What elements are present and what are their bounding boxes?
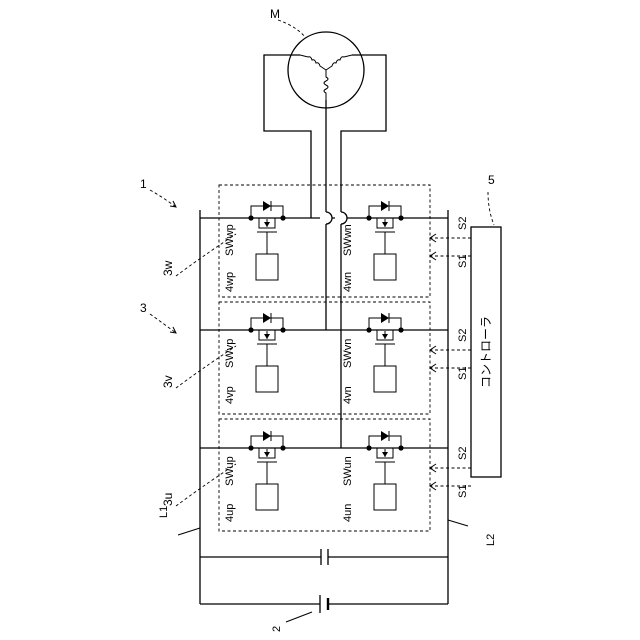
driver-label: 4up	[224, 504, 236, 522]
signal-label: S2	[457, 217, 469, 230]
switch-upper-3v-arrow-icon	[264, 334, 270, 339]
switch-upper-3v-node-left	[248, 327, 253, 332]
leg-3u	[176, 419, 471, 531]
inverter-legs: SWwp4wpSWwn4wn3wS2S1SWvp4vpSWvn4vn3vS2S1…	[161, 185, 471, 531]
switch-lower-3u-node-right	[398, 445, 403, 450]
reference-labels: 1 3 L1 L2 2	[140, 177, 497, 632]
switch-upper-3v-node-right	[280, 327, 285, 332]
switch-lower-3u-arrow-icon	[382, 452, 388, 457]
switch-upper-3w-node-left	[248, 215, 253, 220]
leg-module-box	[219, 185, 430, 297]
signal-label: S1	[457, 255, 469, 268]
switch-label: SWup	[224, 456, 236, 486]
switch-lower-3w-node-right	[398, 215, 403, 220]
controller-label: コントローラ	[479, 316, 493, 388]
signal-label: S2	[457, 447, 469, 460]
switch-label: SWvn	[342, 339, 354, 368]
controller-ref-label: 5	[488, 173, 495, 187]
switch-lower-3u-diode-icon	[381, 431, 389, 441]
driver-label: 4vp	[224, 386, 236, 404]
switch-upper-3u-driver-box	[256, 484, 278, 510]
line-neg-label: L2	[485, 534, 497, 546]
switch-lower-3v-node-left	[366, 327, 371, 332]
switch-lower-3u-node-left	[366, 445, 371, 450]
switch-lower-3w-diode-icon	[381, 201, 389, 211]
switch-lower-3w-driver-box	[374, 254, 396, 280]
leg-3w	[176, 185, 471, 297]
signal-label: S1	[457, 367, 469, 380]
signal-label: S1	[457, 485, 469, 498]
switch-label: SWwp	[224, 224, 236, 256]
switch-lower-3v-driver-box	[374, 366, 396, 392]
switch-upper-3w-node-right	[280, 215, 285, 220]
motor-label: M	[270, 7, 280, 21]
motor: M	[270, 7, 364, 108]
switch-upper-3u-node-right	[280, 445, 285, 450]
leg-ref-label: 3w	[161, 260, 175, 276]
battery-label: 2	[271, 626, 283, 632]
switch-lower-3v-diode-icon	[381, 313, 389, 323]
motor-wiring	[264, 55, 386, 448]
controller: コントローラ 5	[471, 173, 501, 477]
switch-lower-3u-driver-box	[374, 484, 396, 510]
switch-label: SWun	[342, 456, 354, 486]
switch-lower-3v-arrow-icon	[382, 334, 388, 339]
inverter-label: 3	[140, 301, 147, 315]
driver-label: 4wp	[224, 272, 236, 292]
switch-upper-3v-driver-box	[256, 366, 278, 392]
switch-upper-3u-diode-icon	[263, 431, 271, 441]
switch-upper-3v-diode-icon	[263, 313, 271, 323]
driver-label: 4wn	[342, 272, 354, 292]
switch-upper-3w-arrow-icon	[264, 222, 270, 227]
leg-ref-label: 3u	[161, 493, 175, 506]
device-label: 1	[140, 177, 147, 191]
driver-label: 4vn	[342, 386, 354, 404]
switch-upper-3u-node-left	[248, 445, 253, 450]
leg-buses	[200, 218, 448, 448]
switch-lower-3w-arrow-icon	[382, 222, 388, 227]
driver-label: 4un	[342, 504, 354, 522]
dc-bus	[200, 210, 448, 613]
switch-upper-3w-diode-icon	[263, 201, 271, 211]
switch-lower-3v-node-right	[398, 327, 403, 332]
switch-lower-3w-node-left	[366, 215, 371, 220]
switch-label: SWwn	[342, 224, 354, 256]
switch-upper-3u-arrow-icon	[264, 452, 270, 457]
leg-ref-label: 3v	[161, 375, 175, 388]
leg-3v	[176, 302, 471, 414]
switch-label: SWvp	[224, 339, 236, 368]
signal-label: S2	[457, 329, 469, 342]
line-pos-label: L1	[158, 506, 170, 518]
switch-upper-3w-driver-box	[256, 254, 278, 280]
